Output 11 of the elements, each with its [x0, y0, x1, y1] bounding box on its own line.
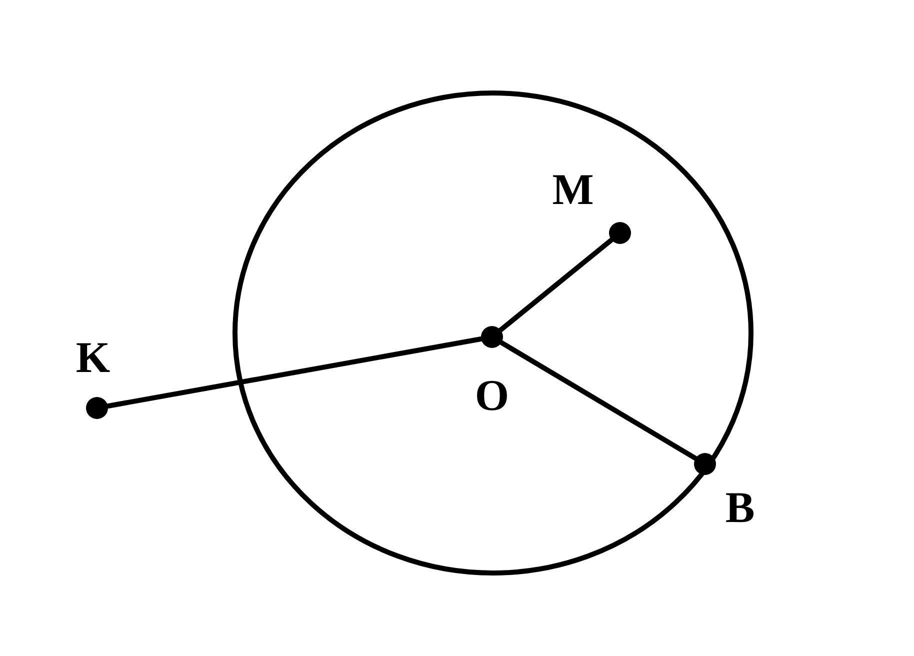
point-dot	[609, 222, 631, 244]
point-label: M	[552, 168, 594, 212]
point-label: O	[474, 374, 510, 418]
line-segment	[106, 336, 483, 409]
point-dot	[86, 397, 108, 419]
line-segment	[499, 340, 698, 462]
point-dot	[694, 453, 716, 475]
point-dot	[481, 326, 503, 348]
point-label: B	[725, 486, 755, 530]
line-segment	[498, 237, 614, 333]
point-label: K	[76, 336, 110, 380]
